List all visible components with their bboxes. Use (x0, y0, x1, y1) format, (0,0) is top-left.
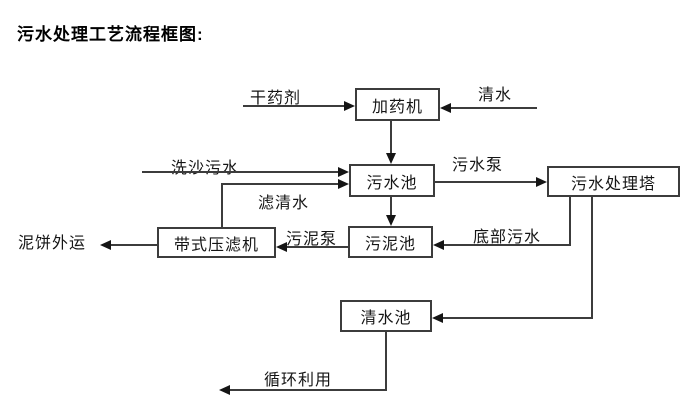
node-sewage-pool: 污水池 (349, 164, 435, 197)
edge-label-recycle: 循环利用 (264, 372, 333, 389)
node-treatment-tower: 污水处理塔 (547, 166, 680, 197)
arrow-left-icon (433, 240, 444, 250)
arrow-right-icon (536, 177, 547, 187)
edge-line-sewage-to-sludge (390, 197, 392, 217)
edge-line-dosing-to-sewage (390, 121, 392, 154)
edge-line-dry-chemical (243, 105, 344, 107)
edge-line-recycle (230, 389, 387, 391)
edge-line-recycle-drop (385, 332, 387, 391)
edge-line-filtered-water-riser (221, 184, 223, 227)
node-clean-water-pool: 清水池 (340, 300, 432, 332)
arrow-left-icon (276, 242, 287, 252)
node-sludge-pool: 污泥池 (348, 226, 433, 258)
arrow-right-icon (338, 167, 349, 177)
edge-line-tower-to-clean (443, 317, 593, 319)
arrow-left-icon (432, 313, 443, 323)
edge-line-filtered-water (221, 183, 338, 185)
edge-line-sewage-pump (435, 181, 536, 183)
arrow-left-icon (440, 103, 451, 113)
edge-label-bottom-sewage: 底部污水 (473, 229, 542, 246)
edge-line-mud-cake-out (111, 244, 157, 246)
arrow-down-icon (386, 153, 396, 164)
arrow-right-icon (344, 101, 355, 111)
edge-line-bottom-sewage (444, 244, 571, 246)
node-belt-filter-press: 带式压滤机 (157, 227, 276, 258)
edge-line-tower-to-clean-drop (591, 197, 593, 319)
arrow-left-icon (100, 240, 111, 250)
arrow-right-icon (338, 179, 349, 189)
edge-label-clean-water-in: 清水 (478, 87, 513, 104)
edge-label-dry-chemical: 干药剂 (250, 90, 302, 107)
edge-label-sand-washing-sewage: 洗沙污水 (171, 160, 240, 177)
page-title: 污水处理工艺流程框图: (17, 25, 204, 44)
edge-line-bottom-sewage-drop (569, 197, 571, 246)
edge-line-sand-washing-sewage (142, 171, 338, 173)
arrow-down-icon (386, 215, 396, 226)
arrow-left-icon (219, 385, 230, 395)
edge-label-filtered-water: 滤清水 (258, 195, 310, 212)
edge-label-mud-cake-out: 泥饼外运 (18, 235, 87, 252)
edge-line-sludge-pump (287, 246, 348, 248)
edge-label-sewage-pump: 污水泵 (452, 157, 504, 174)
node-dosing-machine: 加药机 (355, 88, 440, 121)
edge-label-sludge-pump: 污泥泵 (286, 231, 338, 248)
edge-line-clean-water-in (451, 107, 537, 109)
